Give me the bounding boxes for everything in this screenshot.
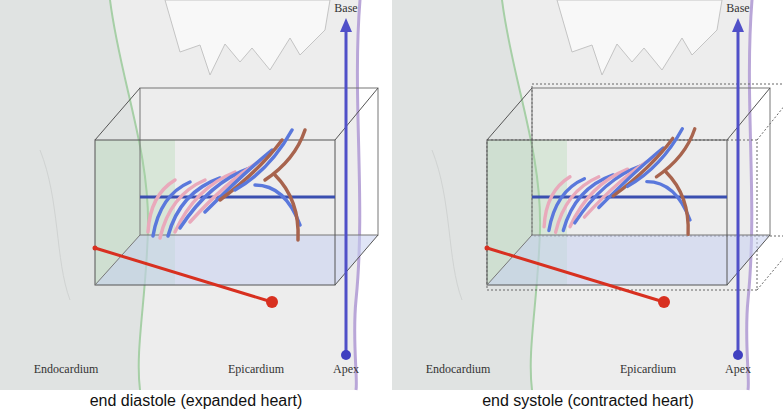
panel-caption: end diastole (expanded heart) <box>90 392 303 410</box>
surface-label: Endocardium <box>426 363 491 377</box>
axis-label: Base <box>334 2 357 16</box>
systole-panel <box>392 0 783 390</box>
surface-label: Epicardium <box>620 363 676 377</box>
diastole-panel <box>0 0 378 390</box>
surface-label: Epicardium <box>228 363 284 377</box>
axis-label: Apex <box>333 363 359 377</box>
surface-label: Endocardium <box>34 363 99 377</box>
panel-caption: end systole (contracted heart) <box>482 392 694 410</box>
axis-label: Apex <box>725 363 751 377</box>
axis-label: Base <box>726 2 749 16</box>
